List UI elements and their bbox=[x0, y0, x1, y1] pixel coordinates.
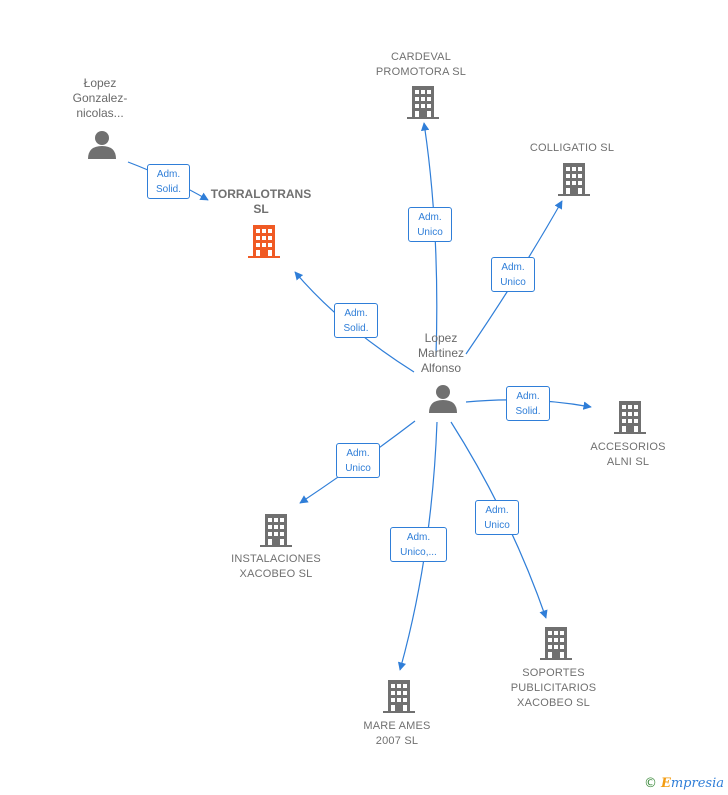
edge-label-torralotrans[interactable]: Adm. Solid. bbox=[334, 303, 378, 338]
person-icon[interactable] bbox=[427, 383, 459, 415]
edge-label-soportes[interactable]: Adm. Unico bbox=[475, 500, 519, 535]
edge-label-accesorios[interactable]: Adm. Solid. bbox=[506, 386, 550, 421]
building-icon[interactable] bbox=[382, 678, 416, 714]
node-label-colligatio[interactable]: COLLIGATIO SL bbox=[529, 142, 615, 154]
edge-label-colligatio[interactable]: Adm. Unico bbox=[491, 257, 535, 292]
building-icon[interactable] bbox=[539, 625, 573, 661]
node-label-lopez-gonzalez[interactable]: Łopez Gonzalez- nicolas... bbox=[72, 76, 128, 120]
building-icon[interactable] bbox=[406, 84, 440, 120]
node-label-soportes[interactable]: SOPORTES PUBLICITARIOS XACOBEO SL bbox=[510, 667, 597, 709]
node-label-torralotrans[interactable]: TORRALOTRANS SL bbox=[210, 187, 312, 216]
node-label-lopez-martinez[interactable]: Lopez Martinez Alfonso bbox=[417, 331, 464, 375]
node-label-cardeval[interactable]: CARDEVAL PROMOTORA SL bbox=[375, 51, 467, 78]
edge-label-mare-ames[interactable]: Adm. Unico,... bbox=[390, 527, 447, 562]
edge-label-instalaciones[interactable]: Adm. Unico bbox=[336, 443, 380, 478]
node-label-mare-ames[interactable]: MARE AMES 2007 SL bbox=[363, 720, 431, 747]
edge-label-lopez-gonzalez-torralotrans[interactable]: Adm. Solid. bbox=[147, 164, 190, 199]
edge-label-cardeval[interactable]: Adm. Unico bbox=[408, 207, 452, 242]
building-icon[interactable] bbox=[259, 512, 293, 548]
person-icon[interactable] bbox=[86, 130, 118, 160]
building-icon[interactable] bbox=[557, 161, 591, 197]
brand-initial: E bbox=[660, 776, 671, 791]
building-icon[interactable] bbox=[613, 399, 647, 435]
copyright-icon: © bbox=[643, 776, 657, 791]
node-label-instalaciones[interactable]: INSTALACIONES XACOBEO SL bbox=[231, 553, 321, 580]
brand-watermark[interactable]: ©Empresia bbox=[644, 776, 724, 791]
node-label-accesorios[interactable]: ACCESORIOS ALNI SL bbox=[590, 441, 666, 468]
building-icon[interactable] bbox=[247, 223, 281, 259]
brand-name: mpresia bbox=[670, 776, 724, 791]
